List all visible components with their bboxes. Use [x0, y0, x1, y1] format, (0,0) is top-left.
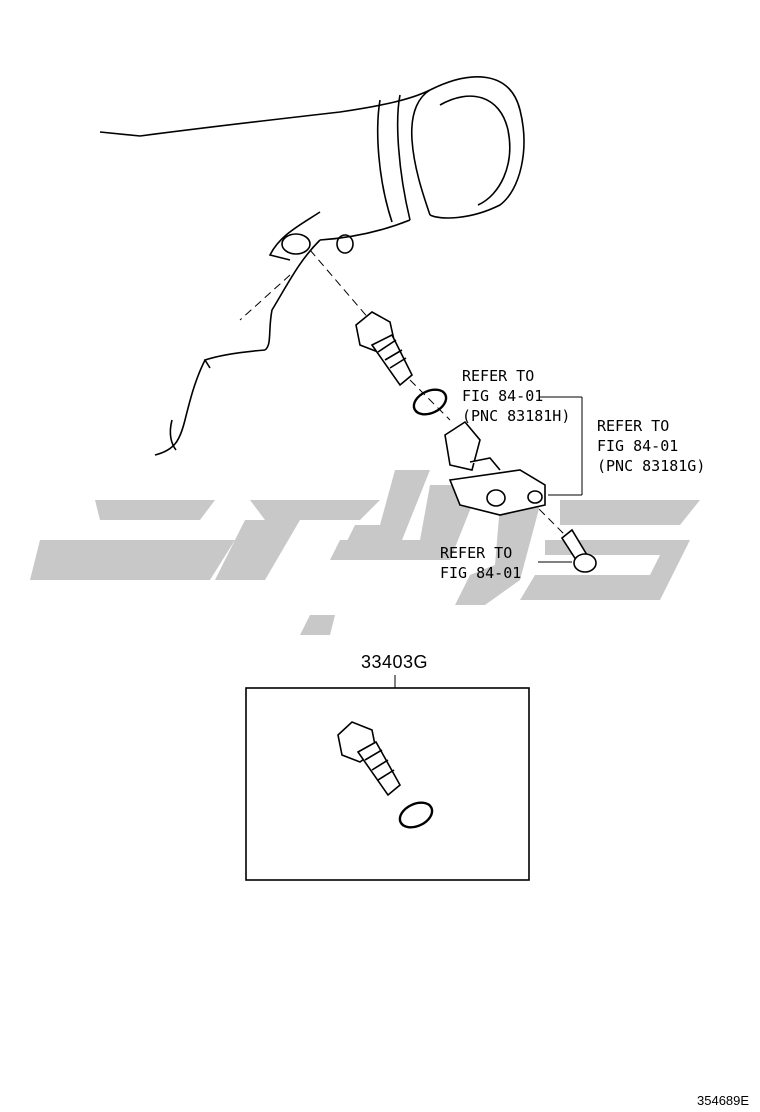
callout-refer-to-3: REFER TO	[440, 544, 513, 562]
speed-sensor	[444, 420, 546, 516]
kit-o-ring	[398, 801, 434, 829]
bolt	[560, 528, 597, 573]
o-ring-top	[412, 388, 448, 416]
callout-fig-2: FIG 84-01	[597, 437, 679, 455]
callout-pnc-2: (PNC 83181G)	[597, 457, 706, 475]
callout-refer-to-1: REFER TO	[462, 367, 535, 385]
callout-refer-to-2: REFER TO	[597, 417, 670, 435]
callout-fig-1: FIG 84-01	[462, 387, 544, 405]
callout-pnc-1: (PNC 83181H)	[462, 407, 571, 425]
transmission-case	[99, 76, 525, 456]
callout-fig-3: FIG 84-01	[440, 564, 522, 582]
callout-leaders	[394, 396, 583, 688]
kit-box	[245, 687, 530, 881]
sensor-fitting-top	[355, 311, 413, 387]
watermark-logo	[30, 470, 700, 635]
kit-sensor-fitting	[337, 721, 402, 797]
kit-part-number: 33403G	[361, 652, 429, 672]
figure-number: 354689E	[697, 1093, 750, 1108]
